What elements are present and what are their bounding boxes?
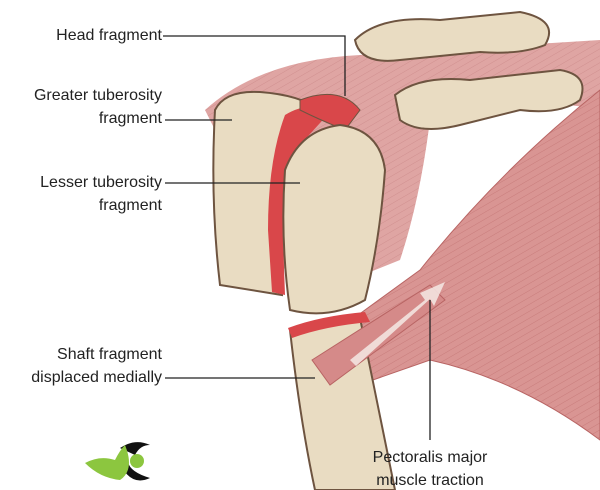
leader-lines [163,35,431,440]
label-lesser-line1: Lesser tuberosity [40,174,162,191]
label-shaft-fragment: Shaft fragment displaced medially [31,343,162,389]
label-shaft-line1: Shaft fragment [57,346,162,363]
label-head-fragment: Head fragment [56,24,162,47]
pectoralis-major-muscle [309,89,600,441]
label-pec-line2: muscle traction [376,472,484,489]
label-pectoralis-major: Pectoralis major muscle traction [355,446,505,490]
coracoid-bone [393,68,584,130]
label-head-text: Head fragment [56,27,162,44]
lesser-tuberosity-bone [282,123,387,315]
logo [85,442,150,481]
label-greater-line1: Greater tuberosity [33,87,162,104]
shaft-fracture-surface [288,312,370,338]
greater-fracture-surface [268,106,330,296]
traction-arrow-icon [350,282,445,366]
label-lesser-line2: fragment [98,197,162,214]
label-pec-line1: Pectoralis major [372,449,488,466]
pectoralis-tendon [311,284,446,386]
acromion-bone [353,10,551,62]
leader-line-head [163,35,346,96]
label-shaft-line2: displaced medially [31,369,162,386]
label-greater-line2: fragment [98,110,162,127]
label-greater-tuberosity: Greater tuberosity fragment [34,84,162,130]
label-lesser-tuberosity: Lesser tuberosity fragment [40,171,162,217]
head-fragment-bone [299,93,361,131]
